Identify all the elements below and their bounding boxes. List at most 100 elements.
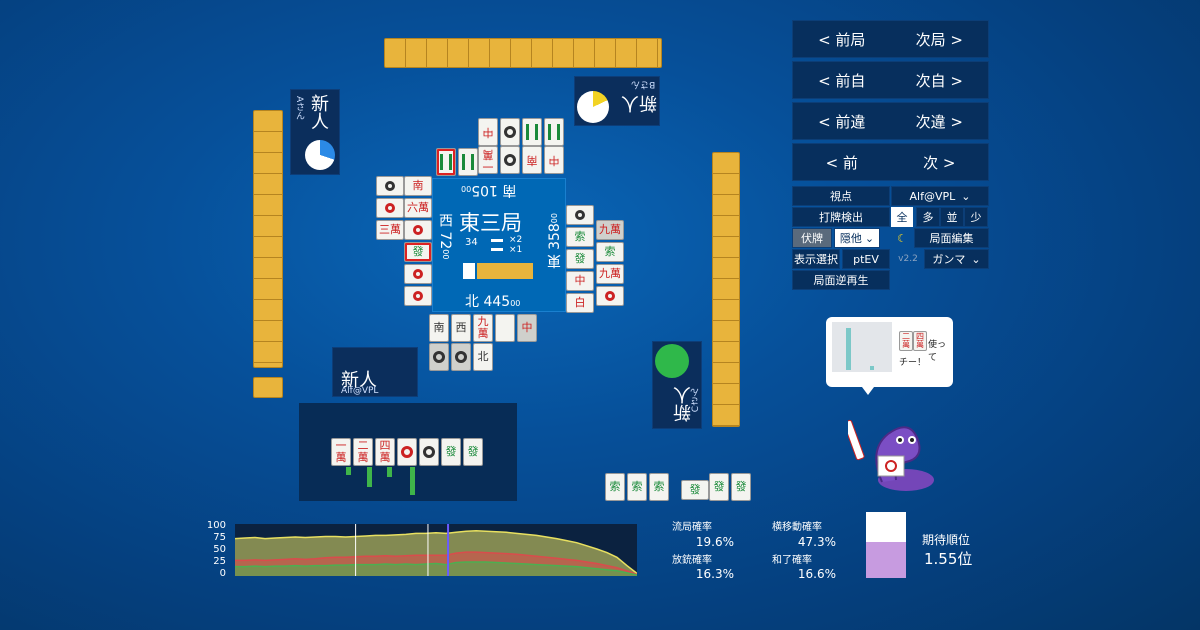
version-label: v2.2 <box>898 254 918 264</box>
display-select-button[interactable]: 表示選択 <box>792 249 840 269</box>
probability-chart[interactable] <box>235 524 637 576</box>
prev-round-button[interactable]: < 前局 <box>818 30 866 49</box>
agari-value: 16.6% <box>797 567 836 581</box>
yokoido-label: 横移動確率 <box>772 522 822 533</box>
pond-tile: 索 <box>596 242 624 262</box>
chart-series-line-2 <box>235 561 637 576</box>
pond-tile: 西 <box>451 314 471 342</box>
pond-tile: 中 <box>478 118 498 146</box>
eval-bar <box>387 467 392 477</box>
reverse-play-button[interactable]: 局面逆再生 <box>792 270 890 290</box>
rank-bar-fill <box>866 541 906 578</box>
y-tick-label: 50 <box>213 544 226 555</box>
pond-tile: 中 <box>544 146 564 174</box>
pond-tile: 一萬 <box>478 146 498 174</box>
pond-tile: 發 <box>404 242 432 262</box>
hand-tile[interactable]: 發 <box>441 438 461 466</box>
left-player-name: 新人 <box>308 94 329 130</box>
self-player-name: 新人 <box>341 370 377 391</box>
pond-tile <box>404 220 432 240</box>
chevron-down-icon: ⌄ <box>971 252 981 266</box>
hidden-label: 伏牌 <box>792 228 832 248</box>
pond-tile <box>500 146 520 174</box>
gamma-select[interactable]: ガンマ⌄ <box>924 249 989 269</box>
hidden-select[interactable]: 隠他⌄ <box>834 228 880 248</box>
hand-tile[interactable] <box>397 438 417 466</box>
bottom-score: 北 44500 <box>465 294 521 310</box>
tip-bubble: 二萬 四萬 使って チー！ <box>826 317 953 395</box>
right-wall <box>712 152 740 427</box>
round-nav: < 前局 次局 > <box>792 20 989 58</box>
prev-miss-button[interactable]: < 前違 <box>818 112 866 131</box>
houjuu-label: 放銃確率 <box>672 555 712 566</box>
round-title: 東三局 <box>459 211 522 235</box>
level-many-button[interactable]: 多 <box>916 207 940 227</box>
right-timer-icon <box>655 344 689 378</box>
hand-tile[interactable]: 一萬 <box>331 438 351 466</box>
meld-tile: 發 <box>709 473 729 501</box>
self-nav: < 前自 次自 > <box>792 61 989 99</box>
snake-mascot-icon <box>843 410 936 494</box>
tip-chart <box>832 322 892 372</box>
yokoido-value: 47.3% <box>797 535 836 549</box>
pond-tile <box>404 264 432 284</box>
left-wall <box>253 110 283 368</box>
chart-series-line-1 <box>235 551 637 576</box>
level-all-button[interactable]: 全 <box>891 207 913 227</box>
pond-tile: 六萬 <box>404 198 432 218</box>
right-player-sub: Cさん <box>691 388 701 413</box>
step-nav: < 前 次 > <box>792 143 989 181</box>
pond-tile: 南 <box>522 146 542 174</box>
pond-tile: 索 <box>566 227 594 247</box>
meld-tile: 索 <box>605 473 625 501</box>
prev-button[interactable]: < 前 <box>825 153 858 172</box>
ryuukyoku-label: 流局確率 <box>672 522 712 533</box>
stick-count-2: ×1 <box>509 245 523 255</box>
next-miss-button[interactable]: 次違 > <box>915 112 963 131</box>
left-player-panel: 新人 Aさん <box>290 89 340 175</box>
pond-tile: 南 <box>429 314 449 342</box>
ptev-button[interactable]: ptEV <box>842 249 890 269</box>
pond-tile <box>522 118 542 146</box>
hand-tile[interactable]: 二萬 <box>353 438 373 466</box>
next-round-button[interactable]: 次局 > <box>915 30 963 49</box>
pond-tile <box>458 148 478 176</box>
level-normal-button[interactable]: 並 <box>940 207 964 227</box>
stick-icon-2 <box>491 248 503 251</box>
hand-tile[interactable] <box>419 438 439 466</box>
top-player-sub: Bさん <box>631 79 656 89</box>
pond-tile <box>500 118 520 146</box>
level-group: 全 多 並 少 <box>891 207 989 227</box>
stick-icon <box>491 239 503 242</box>
top-wall <box>384 38 662 68</box>
pond-tile: 三萬 <box>376 220 404 240</box>
pond-tile: 九萬 <box>473 314 493 342</box>
hand-tile[interactable]: 四萬 <box>375 438 395 466</box>
moon-icon[interactable]: ☾ <box>897 231 907 245</box>
eval-bar <box>410 467 415 495</box>
pond-tile <box>429 343 449 371</box>
meld-tile: 發 <box>731 473 751 501</box>
y-tick-label: 100 <box>206 520 226 531</box>
prev-self-button[interactable]: < 前自 <box>818 71 866 90</box>
top-player-panel: 新人 Bさん <box>574 76 660 126</box>
viewpoint-select[interactable]: Alf@VPL⌄ <box>891 186 989 206</box>
level-few-button[interactable]: 少 <box>964 207 988 227</box>
next-button[interactable]: 次 > <box>923 153 956 172</box>
board-edit-button[interactable]: 局面編集 <box>914 228 989 248</box>
left-score: 西 7200 <box>437 213 453 260</box>
honba-count: 34 <box>465 237 478 248</box>
ryuukyoku-value: 19.6% <box>695 535 734 549</box>
pond-tile <box>404 286 432 306</box>
rank-label: 期待順位 <box>922 533 971 547</box>
pond-tile <box>376 198 404 218</box>
y-tick-label: 75 <box>213 532 226 543</box>
pond-tile <box>451 343 471 371</box>
self-player-sub: Alf@VPL <box>341 386 379 396</box>
top-score: 南 10500 <box>461 182 517 198</box>
pond-tile: 九萬 <box>596 220 624 240</box>
hand-tile[interactable]: 發 <box>463 438 483 466</box>
y-tick-label: 25 <box>213 556 226 567</box>
chevron-down-icon: ⌄ <box>864 231 875 245</box>
next-self-button[interactable]: 次自 > <box>915 71 963 90</box>
